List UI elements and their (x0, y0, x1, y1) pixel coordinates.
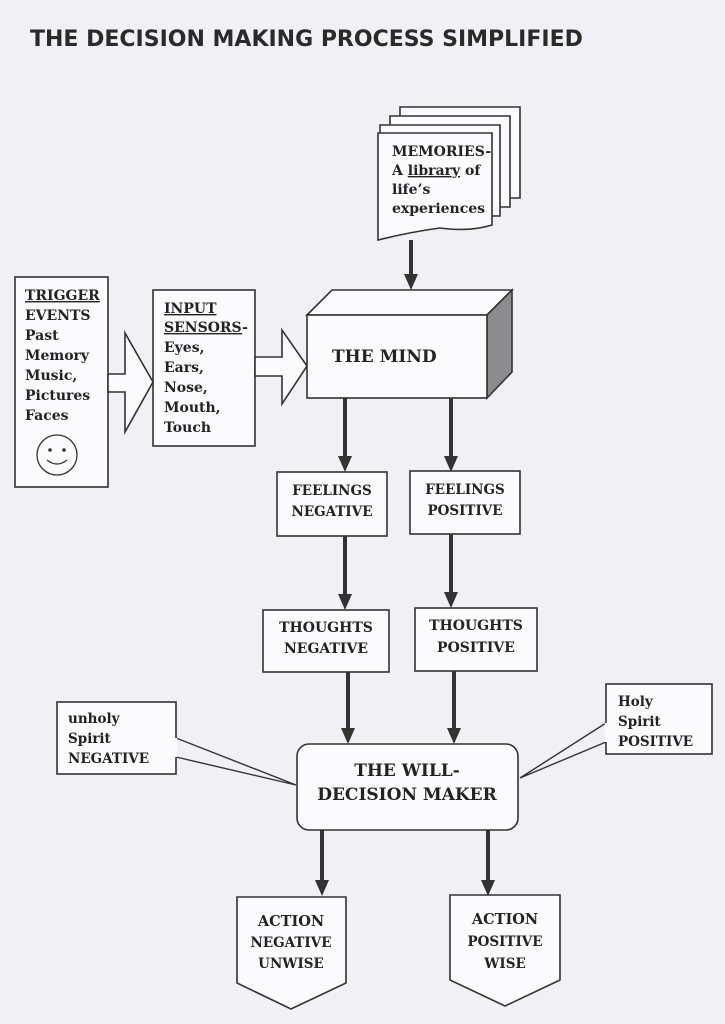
unholy-line: unholy (68, 711, 121, 727)
input-to-mind-arrow (254, 327, 308, 407)
trigger-line: Pictures (25, 388, 90, 404)
arrowhead (341, 728, 355, 744)
feelings-negative-line: FEELINGS (292, 483, 372, 499)
feelings-positive-line: FEELINGS (425, 482, 505, 498)
action-positive-shape: ACTION POSITIVE WISE (449, 894, 561, 1007)
will-line: DECISION MAKER (317, 785, 497, 805)
mind-box: THE MIND (305, 288, 514, 400)
arrowhead (481, 880, 495, 896)
arrowhead (444, 592, 458, 608)
feelings-negative-box: FEELINGS NEGATIVE (276, 471, 388, 537)
action-positive-line: POSITIVE (467, 934, 542, 950)
memories-line2: A library of (391, 163, 481, 179)
action-negative-line: UNWISE (258, 956, 324, 972)
action-positive-line: ACTION (471, 911, 538, 928)
trigger-box: TRIGGER EVENTS Past Memory Music, Pictur… (14, 276, 109, 488)
input-sensors-box: INPUT SENSORS- Eyes, Ears, Nose, Mouth, … (152, 289, 256, 447)
unholy-spirit-callout: unholy Spirit NEGATIVE (56, 701, 297, 786)
action-negative-shape: ACTION NEGATIVE UNWISE (236, 896, 347, 1010)
input-line: Eyes, (164, 340, 204, 356)
memories-document: MEMORIES- A library of life’s experience… (377, 106, 521, 242)
holy-spirit-callout: Holy Spirit POSITIVE (519, 683, 713, 779)
arrowhead (338, 456, 352, 472)
trigger-heading: TRIGGER (25, 288, 100, 304)
input-line: Ears, (164, 360, 204, 376)
trigger-line: Faces (25, 408, 69, 424)
trigger-line: Past (25, 328, 59, 344)
thoughts-positive-line: THOUGHTS (429, 618, 523, 634)
thoughts-positive-box: THOUGHTS POSITIVE (414, 607, 538, 672)
feelings-negative-line: NEGATIVE (291, 504, 372, 520)
thoughts-negative-line: THOUGHTS (279, 620, 373, 636)
feelings-positive-box: FEELINGS POSITIVE (409, 470, 521, 535)
unholy-line: Spirit (68, 731, 112, 747)
thoughts-positive-line: POSITIVE (437, 640, 515, 656)
thoughts-negative-line: NEGATIVE (284, 641, 368, 657)
arrowhead (315, 880, 329, 896)
input-line: Mouth, (164, 400, 221, 416)
trigger-line: Music, (25, 368, 77, 384)
input-line: Touch (164, 420, 211, 436)
memories-line1: MEMORIES- (392, 144, 491, 160)
mind-label: THE MIND (332, 347, 437, 367)
arrowhead (444, 456, 458, 472)
input-heading: INPUT (164, 301, 217, 317)
input-line: Nose, (164, 380, 208, 396)
trigger-to-input-arrow (107, 329, 154, 436)
will-line: THE WILL- (354, 761, 460, 781)
memories-arrowhead (404, 274, 418, 290)
action-negative-line: NEGATIVE (250, 935, 331, 951)
trigger-line: Memory (25, 348, 90, 364)
arrowhead (338, 594, 352, 610)
action-negative-line: ACTION (257, 913, 324, 930)
thoughts-negative-box: THOUGHTS NEGATIVE (262, 609, 390, 673)
unholy-line: NEGATIVE (68, 751, 149, 767)
will-decision-maker-box: THE WILL- DECISION MAKER (296, 743, 519, 831)
trigger-line: EVENTS (25, 308, 91, 324)
action-positive-line: WISE (483, 956, 526, 972)
arrowhead (447, 728, 461, 744)
feelings-positive-line: POSITIVE (427, 503, 502, 519)
holy-line: Spirit (618, 714, 662, 730)
smiley-face-icon (36, 434, 78, 476)
holy-line: POSITIVE (618, 734, 693, 750)
memories-line4: experiences (392, 201, 485, 217)
input-heading2: SENSORS- (164, 320, 248, 336)
holy-line: Holy (618, 694, 654, 710)
memories-line3: life’s (392, 182, 430, 198)
page-title: THE DECISION MAKING PROCESS SIMPLIFIED (30, 27, 583, 52)
